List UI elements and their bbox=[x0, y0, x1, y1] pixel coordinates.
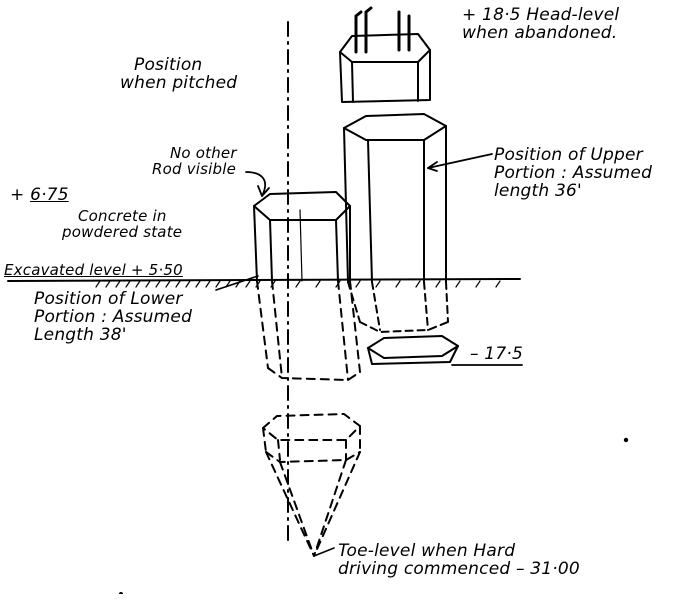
pile-head-abandoned bbox=[339, 6, 431, 103]
position-pitched-line-1: Position bbox=[134, 55, 203, 75]
leader-upper-arrow bbox=[427, 161, 438, 172]
upper-portion-line-1: Position of Upper bbox=[494, 145, 643, 165]
plus-675-label: + 6·75 bbox=[10, 186, 69, 204]
leader-rod bbox=[245, 171, 267, 197]
lower-portion-line-3: Length 38' bbox=[34, 325, 127, 345]
concrete-state-label: Concrete in powdered state bbox=[62, 208, 182, 240]
toe-level-line-1: Toe-level when Hard bbox=[338, 541, 516, 561]
no-other-rod-label: No other Rod visible bbox=[152, 145, 237, 177]
leader-rod-arrow bbox=[257, 185, 270, 197]
concrete-state-line-2: powdered state bbox=[62, 223, 183, 241]
upper-portion-label: Position of Upper Portion : Assumed leng… bbox=[494, 146, 652, 200]
lower-portion-stump bbox=[253, 191, 351, 282]
head-level-line-1: + 18·5 Head-level bbox=[462, 5, 620, 25]
leader-lower bbox=[215, 275, 259, 291]
leader-toe bbox=[313, 547, 335, 557]
upper-portion-base bbox=[367, 335, 459, 365]
toe-level-label: Toe-level when Hard driving commenced – … bbox=[338, 542, 580, 578]
reinforcement-bars bbox=[354, 6, 411, 54]
no-other-rod-line-2: Rod visible bbox=[152, 160, 237, 178]
ground-line bbox=[7, 278, 521, 282]
lower-portion-label: Position of Lower Portion : Assumed Leng… bbox=[34, 290, 192, 344]
plus-675-value: 6·75 bbox=[30, 185, 69, 205]
excavated-level-label: Excavated level + 5·50 bbox=[4, 261, 183, 279]
position-pitched-label: Position when pitched bbox=[120, 56, 237, 92]
lower-portion-buried bbox=[256, 280, 361, 557]
head-level-label: + 18·5 Head-level when abandoned. bbox=[462, 6, 619, 42]
upper-portion-line-3: length 36' bbox=[494, 181, 582, 201]
lower-portion-line-2: Portion : Assumed bbox=[34, 307, 193, 327]
plus-675-prefix: + bbox=[10, 185, 25, 205]
minus-175-label: – 17·5 bbox=[470, 344, 523, 364]
head-level-line-2: when abandoned. bbox=[462, 23, 618, 43]
ground-hatching bbox=[95, 280, 501, 288]
toe-level-line-2: driving commenced – 31·00 bbox=[338, 559, 580, 579]
leader-upper bbox=[427, 153, 493, 169]
upper-portion-line-2: Portion : Assumed bbox=[494, 163, 653, 183]
lower-portion-line-1: Position of Lower bbox=[34, 289, 183, 309]
upper-portion bbox=[343, 113, 449, 333]
position-pitched-line-2: when pitched bbox=[120, 73, 238, 93]
concrete-state-line-1: Concrete in bbox=[78, 207, 167, 225]
no-other-rod-line-1: No other bbox=[170, 144, 237, 162]
